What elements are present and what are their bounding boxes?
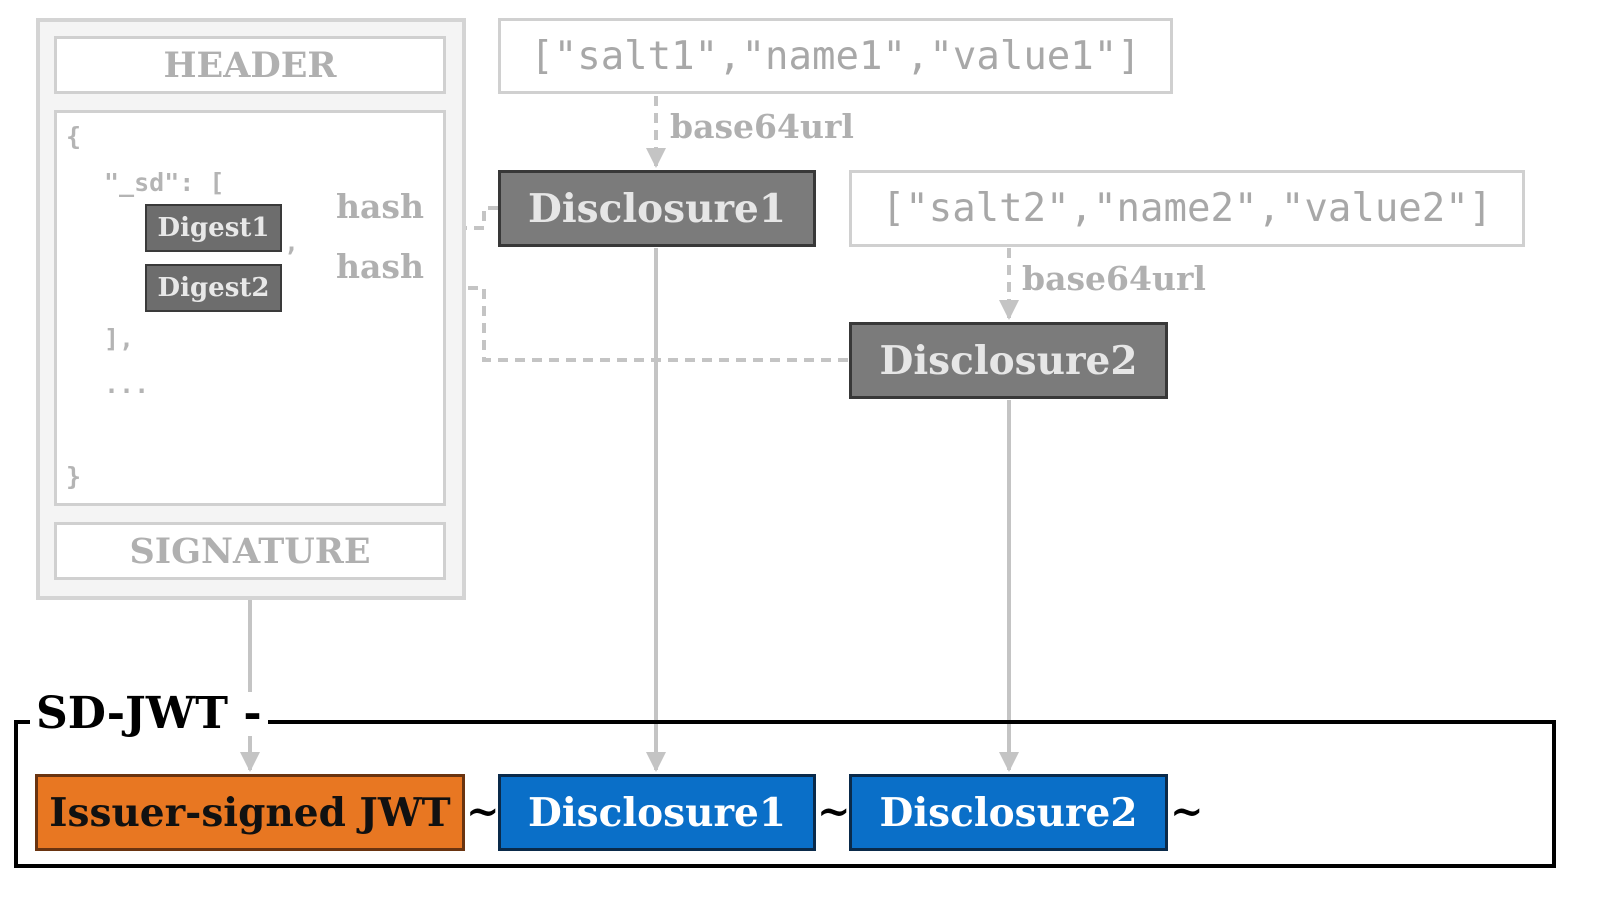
base64url-label-1: base64url — [670, 107, 854, 146]
issuer-signed-jwt-box: Issuer-signed JWT — [35, 774, 465, 851]
tilde-separator-3: ~ — [1170, 788, 1204, 835]
payload-close-array: ], — [104, 324, 135, 353]
sdjwt-title: SD-JWT - — [30, 692, 268, 736]
hash-arrow-1 — [284, 206, 498, 238]
base64url-label-2: base64url — [1022, 259, 1206, 298]
jwt-header: HEADER — [54, 36, 446, 94]
sdjwt-frame — [14, 720, 1556, 868]
disclosure2-box: Disclosure2 — [849, 322, 1168, 399]
payload-ellipsis: ... — [104, 370, 150, 399]
hash-label-1: hash — [336, 187, 424, 226]
digest2-box: Digest2 — [145, 264, 282, 312]
tilde-separator-1: ~ — [466, 788, 500, 835]
tilde-separator-2: ~ — [817, 788, 851, 835]
payload-comma: , — [284, 228, 300, 257]
payload-sd-key: "_sd": [ — [104, 168, 225, 197]
payload-open-brace: { — [66, 122, 82, 151]
hash-label-2: hash — [336, 247, 424, 286]
disclosure-array-2: ["salt2","name2","value2"] — [849, 170, 1525, 247]
sdjwt-disclosure2-box: Disclosure2 — [849, 774, 1168, 851]
jwt-signature: SIGNATURE — [54, 522, 446, 580]
digest1-box: Digest1 — [145, 204, 282, 252]
payload-close-brace: } — [66, 462, 82, 491]
sdjwt-disclosure1-box: Disclosure1 — [498, 774, 816, 851]
disclosure1-box: Disclosure1 — [498, 170, 816, 247]
sdjwt-title-dash: - — [243, 688, 262, 739]
disclosure-array-1: ["salt1","name1","value1"] — [498, 18, 1173, 94]
sdjwt-title-text: SD-JWT — [36, 688, 228, 739]
